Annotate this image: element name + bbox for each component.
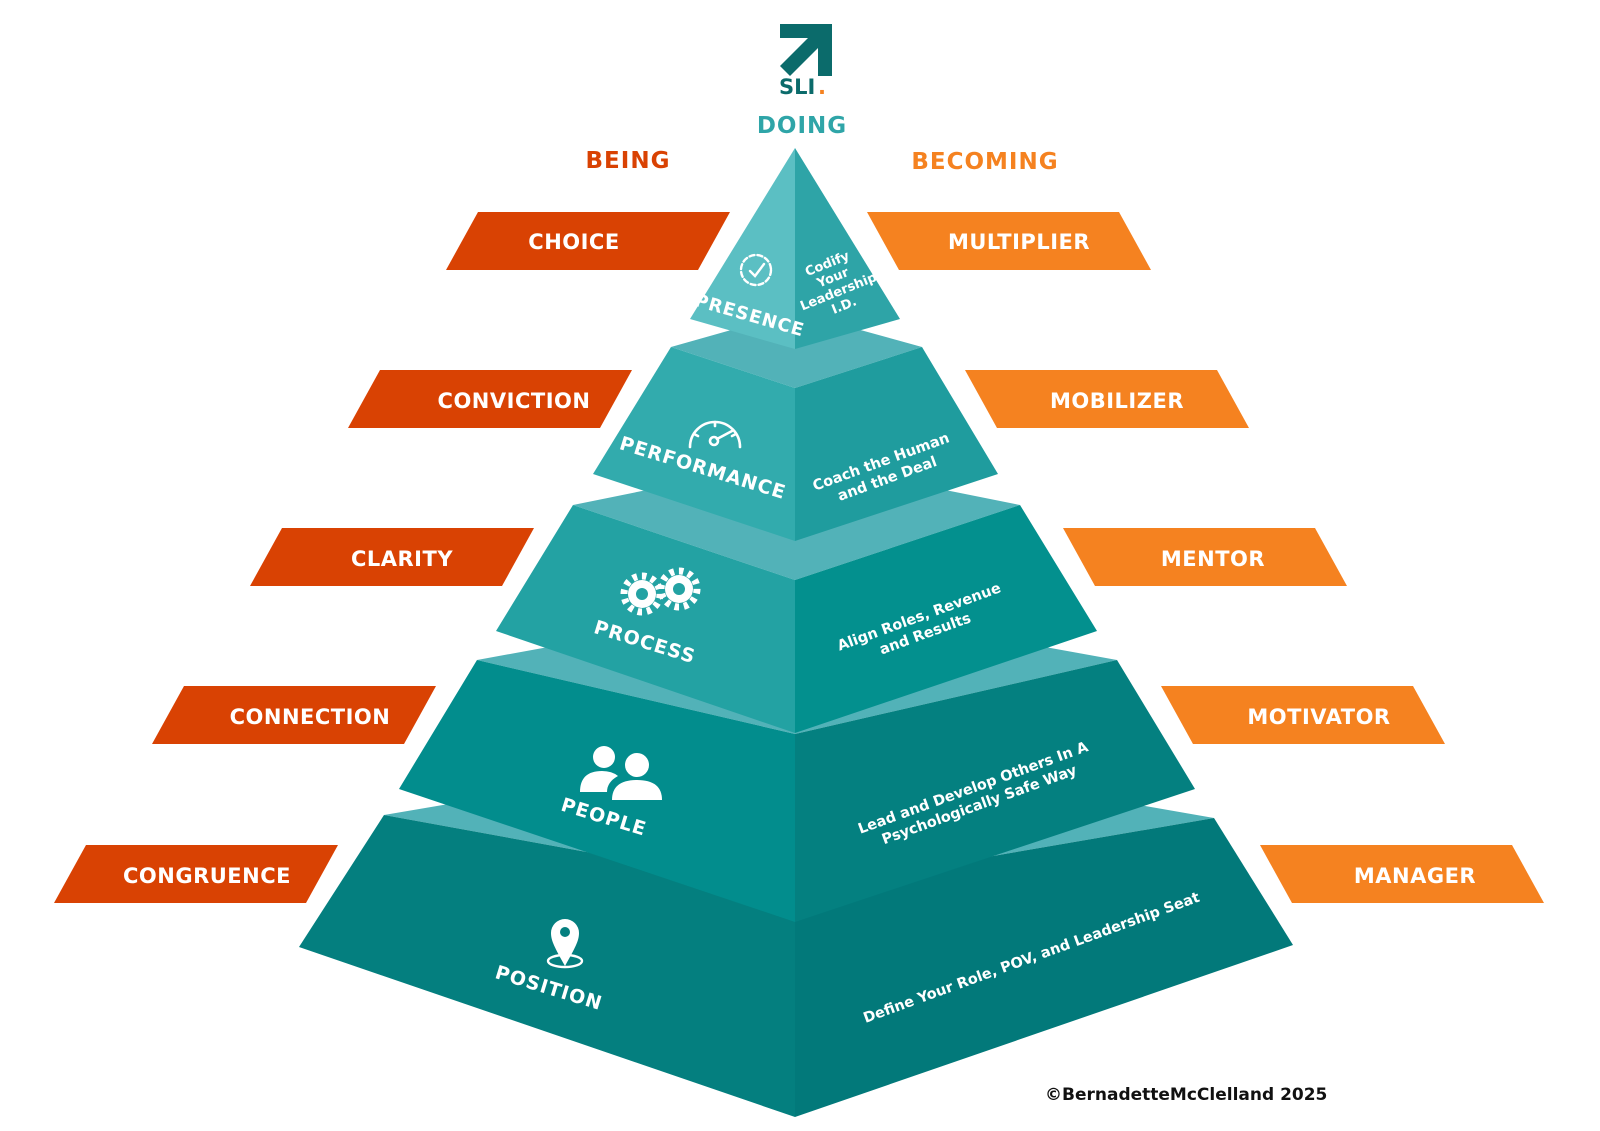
being-tag-label: CLARITY <box>351 547 453 571</box>
becoming-heading: BECOMING <box>911 149 1058 175</box>
process-left-face <box>496 505 795 733</box>
being-tag-conviction: CONVICTION <box>348 370 632 428</box>
logo-text: SLI <box>779 75 815 99</box>
presence-left-face <box>690 148 795 349</box>
presence-right-face <box>795 148 900 349</box>
copyright-text: ©BernadetteMcClelland 2025 <box>1045 1085 1327 1105</box>
becoming-tag-label: MOTIVATOR <box>1247 705 1390 729</box>
being-tag-choice: CHOICE <box>446 212 730 270</box>
logo-dot: . <box>818 75 826 99</box>
pyramid-level-performance <box>593 312 998 541</box>
people-icon <box>580 746 662 800</box>
becoming-tag-manager: MANAGER <box>1260 845 1544 903</box>
being-tag-label: CONNECTION <box>230 705 391 729</box>
process-right-face <box>795 505 1097 733</box>
becoming-tag-label: MANAGER <box>1354 864 1476 888</box>
being-tag-connection: CONNECTION <box>152 686 436 744</box>
performance-right-face <box>795 347 998 541</box>
position-left-face <box>299 815 795 1117</box>
clock-check-icon <box>739 253 773 287</box>
becoming-tag-multiplier: MULTIPLIER <box>867 212 1151 270</box>
pyramid-level-presence <box>690 148 900 349</box>
performance-left-face <box>593 347 795 541</box>
becoming-tag-motivator: MOTIVATOR <box>1161 686 1445 744</box>
sli-logo: SLI . <box>776 22 832 99</box>
being-tag-label: CONGRUENCE <box>123 864 291 888</box>
becoming-tag-mentor: MENTOR <box>1063 528 1347 586</box>
being-heading: BEING <box>586 148 671 174</box>
being-tag-clarity: CLARITY <box>250 528 534 586</box>
being-tag-label: CHOICE <box>528 230 619 254</box>
speedometer-icon <box>688 420 742 449</box>
gears-icon <box>620 567 701 616</box>
becoming-tag-mobilizer: MOBILIZER <box>965 370 1249 428</box>
position-right-face <box>795 818 1293 1117</box>
becoming-tag-label: MOBILIZER <box>1050 389 1184 413</box>
people-right-face <box>795 660 1195 922</box>
doing-heading: DOING <box>757 113 847 139</box>
being-tag-congruence: CONGRUENCE <box>54 845 338 903</box>
being-tag-label: CONVICTION <box>438 389 591 413</box>
map-pin-icon <box>546 919 584 969</box>
becoming-tag-label: MULTIPLIER <box>948 230 1090 254</box>
becoming-tag-label: MENTOR <box>1161 547 1265 571</box>
